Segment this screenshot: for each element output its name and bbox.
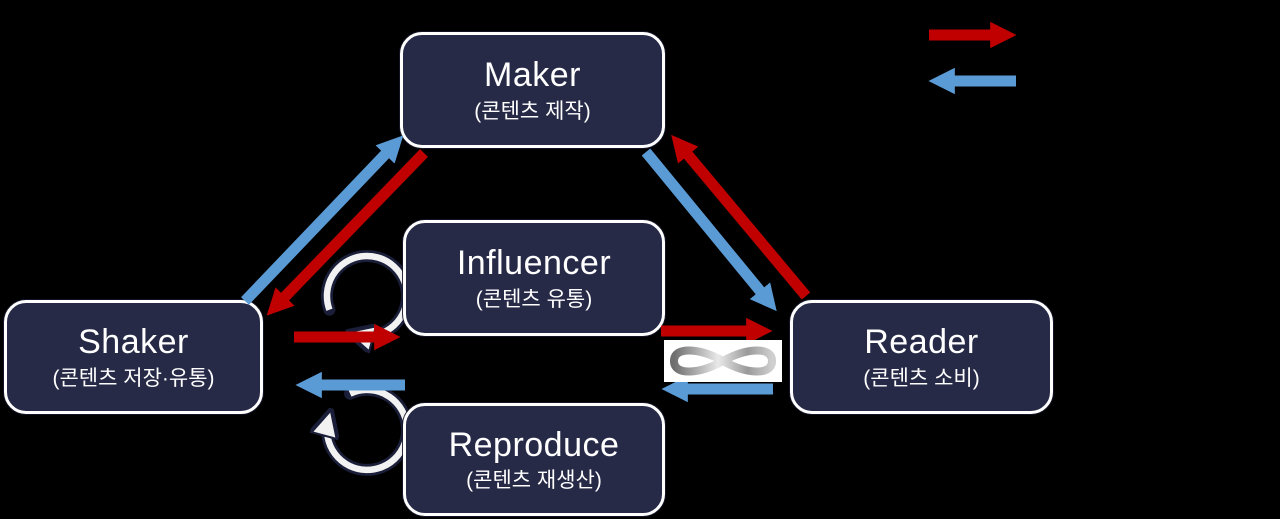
infinity-icon: [664, 340, 782, 382]
node-influencer-title: Influencer: [456, 244, 612, 283]
node-reproduce-subtitle: (콘텐츠 재생산): [466, 469, 602, 493]
node-influencer: Influencer (콘텐츠 유통): [403, 220, 665, 336]
legend: [928, 21, 1017, 95]
node-shaker: Shaker (콘텐츠 저장·유통): [4, 300, 263, 414]
node-reproduce: Reproduce (콘텐츠 재생산): [403, 403, 665, 516]
node-shaker-title: Shaker: [78, 323, 189, 362]
node-maker-title: Maker: [484, 56, 581, 95]
arrow-maker-to-shaker: [266, 149, 428, 316]
node-influencer-subtitle: (콘텐츠 유통): [475, 287, 593, 311]
clockwise-loop-icon-reproduce: [327, 383, 413, 476]
arrow-shaker-to-maker: [241, 135, 404, 305]
node-reader-subtitle: (콘텐츠 소비): [863, 366, 980, 390]
arrow-reader-to-maker: [671, 134, 811, 300]
node-shaker-subtitle: (콘텐츠 저장·유통): [52, 366, 215, 390]
node-maker: Maker (콘텐츠 제작): [400, 32, 665, 148]
node-reader-title: Reader: [864, 323, 979, 362]
node-reproduce-title: Reproduce: [448, 425, 620, 464]
node-maker-subtitle: (콘텐츠 제작): [474, 99, 591, 123]
node-reader: Reader (콘텐츠 소비): [790, 300, 1053, 414]
clockwise-loop-icon-influencer: [321, 249, 413, 336]
